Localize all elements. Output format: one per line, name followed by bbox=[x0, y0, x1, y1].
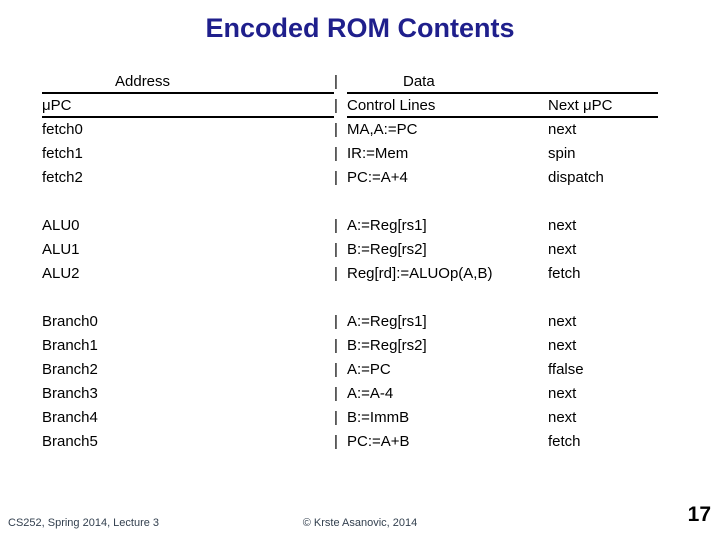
next-cell: next bbox=[548, 121, 577, 138]
table-row-alu1: ALU1 | B:=Reg[rs2] next bbox=[42, 238, 658, 262]
data-cell: Reg[rd]:=ALUOp(A,B) bbox=[347, 265, 493, 282]
next-cell: fetch bbox=[548, 433, 581, 450]
slide-title: Encoded ROM Contents bbox=[205, 13, 515, 43]
pipe-separator: | bbox=[334, 97, 338, 114]
data-cell: A:=Reg[rs1] bbox=[347, 313, 427, 330]
address-cell: Branch4 bbox=[42, 409, 98, 426]
data-cell: B:=ImmB bbox=[347, 409, 410, 426]
next-cell: ffalse bbox=[548, 361, 584, 378]
data-column-header: Data bbox=[347, 70, 658, 94]
pipe-separator: | bbox=[334, 217, 338, 234]
data-cell: B:=Reg[rs2] bbox=[347, 241, 427, 258]
address-cell: ALU2 bbox=[42, 265, 80, 282]
group-spacer bbox=[42, 286, 658, 310]
next-cell: next bbox=[548, 337, 577, 354]
pipe-separator: | bbox=[334, 385, 338, 402]
address-cell: ALU1 bbox=[42, 241, 80, 258]
address-cell: fetch2 bbox=[42, 169, 83, 186]
data-cell: PC:=A+4 bbox=[347, 169, 408, 186]
pipe-separator: | bbox=[334, 73, 338, 90]
address-cell: fetch1 bbox=[42, 145, 83, 162]
control-lines-column-header: Control Lines bbox=[347, 94, 548, 118]
next-cell: next bbox=[548, 217, 577, 234]
pipe-separator: | bbox=[334, 313, 338, 330]
next-cell: next bbox=[548, 409, 577, 426]
table-row-branch2: Branch2 | A:=PC ffalse bbox=[42, 358, 658, 382]
table-row-alu0: ALU0 | A:=Reg[rs1] next bbox=[42, 214, 658, 238]
table-row-branch4: Branch4 | B:=ImmB next bbox=[42, 406, 658, 430]
data-cell: A:=PC bbox=[347, 361, 391, 378]
data-cell: B:=Reg[rs2] bbox=[347, 337, 427, 354]
rom-contents-table: Address | Data μPC | Control Lines Next … bbox=[42, 70, 658, 454]
next-cell: next bbox=[548, 385, 577, 402]
pipe-separator: | bbox=[334, 145, 338, 162]
address-cell: fetch0 bbox=[42, 121, 83, 138]
pipe-separator: | bbox=[334, 433, 338, 450]
address-cell: Branch0 bbox=[42, 313, 98, 330]
table-row-fetch2: fetch2 | PC:=A+4 dispatch bbox=[42, 166, 658, 190]
pipe-separator: | bbox=[334, 337, 338, 354]
data-cell: A:=A-4 bbox=[347, 385, 394, 402]
next-cell: next bbox=[548, 313, 577, 330]
table-row-branch3: Branch3 | A:=A-4 next bbox=[42, 382, 658, 406]
next-cell: spin bbox=[548, 145, 576, 162]
table-header-row-1: Address | Data bbox=[42, 70, 658, 94]
table-row-fetch1: fetch1 | IR:=Mem spin bbox=[42, 142, 658, 166]
pipe-separator: | bbox=[334, 241, 338, 258]
table-row-branch0: Branch0 | A:=Reg[rs1] next bbox=[42, 310, 658, 334]
table-row-fetch0: fetch0 | MA,A:=PC next bbox=[42, 118, 658, 142]
data-cell: A:=Reg[rs1] bbox=[347, 217, 427, 234]
table-row-alu2: ALU2 | Reg[rd]:=ALUOp(A,B) fetch bbox=[42, 262, 658, 286]
address-cell: ALU0 bbox=[42, 217, 80, 234]
next-cell: dispatch bbox=[548, 169, 604, 186]
address-cell: Branch3 bbox=[42, 385, 98, 402]
table-row-branch1: Branch1 | B:=Reg[rs2] next bbox=[42, 334, 658, 358]
pipe-separator: | bbox=[334, 265, 338, 282]
upc-column-header: μPC bbox=[42, 94, 334, 118]
page-number: 17 bbox=[687, 503, 711, 526]
next-cell: fetch bbox=[548, 265, 581, 282]
data-cell: PC:=A+B bbox=[347, 433, 410, 450]
pipe-separator: | bbox=[334, 121, 338, 138]
address-column-header: Address bbox=[42, 70, 334, 94]
data-cell: MA,A:=PC bbox=[347, 121, 418, 138]
data-cell: IR:=Mem bbox=[347, 145, 409, 162]
address-cell: Branch5 bbox=[42, 433, 98, 450]
table-row-branch5: Branch5 | PC:=A+B fetch bbox=[42, 430, 658, 454]
footer-course-info: CS252, Spring 2014, Lecture 3 bbox=[8, 517, 160, 529]
pipe-separator: | bbox=[334, 169, 338, 186]
footer-copyright: © Krste Asanovic, 2014 bbox=[302, 517, 418, 529]
table-header-row-2: μPC | Control Lines Next μPC bbox=[42, 94, 658, 118]
next-upc-column-header: Next μPC bbox=[548, 94, 658, 118]
address-cell: Branch2 bbox=[42, 361, 98, 378]
address-cell: Branch1 bbox=[42, 337, 98, 354]
pipe-separator: | bbox=[334, 361, 338, 378]
next-cell: next bbox=[548, 241, 577, 258]
group-spacer bbox=[42, 190, 658, 214]
pipe-separator: | bbox=[334, 409, 338, 426]
